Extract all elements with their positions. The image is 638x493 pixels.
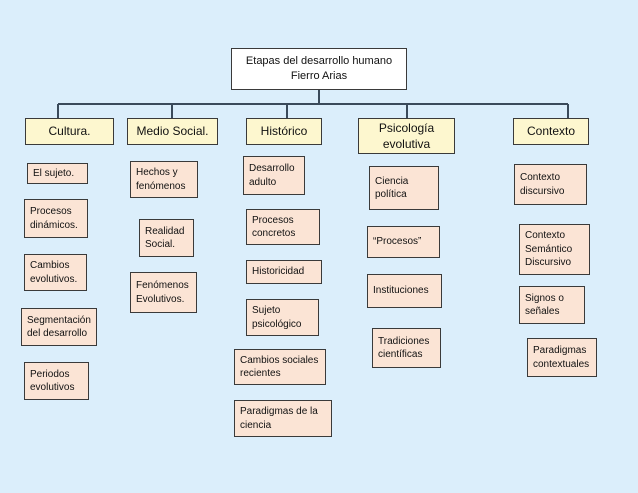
- category-label: Cultura.: [48, 124, 91, 139]
- category-node: Histórico: [246, 118, 322, 145]
- item-node: Fenómenos Evolutivos.: [130, 272, 197, 313]
- item-label: Desarrollo adulto: [249, 163, 295, 188]
- item-label: Instituciones: [373, 285, 429, 297]
- item-node: Tradiciones científicas: [372, 328, 441, 368]
- item-label: Cambios evolutivos.: [30, 260, 78, 285]
- item-node: Sujeto psicológico: [246, 299, 319, 336]
- item-label: Periodos evolutivos: [30, 368, 75, 394]
- item-node: Cambios evolutivos.: [24, 254, 87, 291]
- item-label: Hechos y fenómenos: [136, 167, 186, 192]
- root-title: Etapas del desarrollo humano: [245, 55, 393, 68]
- category-label: Medio Social.: [136, 124, 209, 139]
- item-node: Cambios sociales recientes: [234, 349, 326, 385]
- item-node: Periodos evolutivos: [24, 362, 89, 400]
- item-label: El sujeto.: [33, 167, 75, 179]
- item-node: Realidad Social.: [139, 219, 194, 257]
- root-node: Etapas del desarrollo humano Fierro Aria…: [231, 48, 407, 90]
- item-node: Instituciones: [367, 274, 442, 308]
- item-node: Procesos dinámicos.: [24, 199, 88, 238]
- item-label: Cambios sociales recientes: [240, 354, 319, 380]
- item-label: Procesos concretos: [252, 214, 296, 240]
- item-label: Ciencia política: [375, 175, 409, 201]
- item-node: Hechos y fenómenos: [130, 161, 198, 198]
- item-node: El sujeto.: [27, 163, 88, 184]
- category-label: Histórico: [260, 124, 308, 139]
- item-node: Desarrollo adulto: [243, 156, 305, 195]
- category-node: Contexto: [513, 118, 589, 145]
- item-node: Contexto Semántico Discursivo: [519, 224, 590, 275]
- item-label: Fenómenos Evolutivos.: [136, 280, 189, 305]
- item-node: Paradigmas de la ciencia: [234, 400, 332, 437]
- category-node: Medio Social.: [127, 118, 218, 145]
- item-label: Sujeto psicológico: [252, 305, 302, 330]
- item-label: Paradigmas contextuales: [533, 345, 590, 370]
- item-node: Ciencia política: [369, 166, 439, 210]
- item-label: Signos o señales: [525, 292, 564, 318]
- item-label: Contexto Semántico Discursivo: [525, 230, 573, 269]
- item-node: Contexto discursivo: [514, 164, 587, 205]
- item-label: Contexto discursivo: [520, 172, 565, 197]
- item-label: Procesos dinámicos.: [30, 206, 78, 231]
- item-label: Tradiciones científicas: [378, 335, 430, 361]
- category-label: Psicología evolutiva: [378, 120, 435, 151]
- root-author: Fierro Arias: [290, 70, 348, 82]
- category-node: Psicología evolutiva: [358, 118, 455, 154]
- item-node: Procesos concretos: [246, 209, 320, 245]
- category-node: Cultura.: [25, 118, 114, 145]
- item-label: Historicidad: [252, 266, 305, 278]
- item-label: Paradigmas de la ciencia: [240, 406, 318, 431]
- category-label: Contexto: [526, 124, 576, 139]
- item-label: “Procesos”: [373, 236, 422, 248]
- item-label: Segmentación del desarrollo: [27, 314, 91, 340]
- item-label: Realidad Social.: [145, 225, 185, 251]
- item-node: “Procesos”: [367, 226, 440, 258]
- item-node: Historicidad: [246, 260, 322, 284]
- item-node: Segmentación del desarrollo: [21, 308, 97, 346]
- item-node: Signos o señales: [519, 286, 585, 324]
- item-node: Paradigmas contextuales: [527, 338, 597, 377]
